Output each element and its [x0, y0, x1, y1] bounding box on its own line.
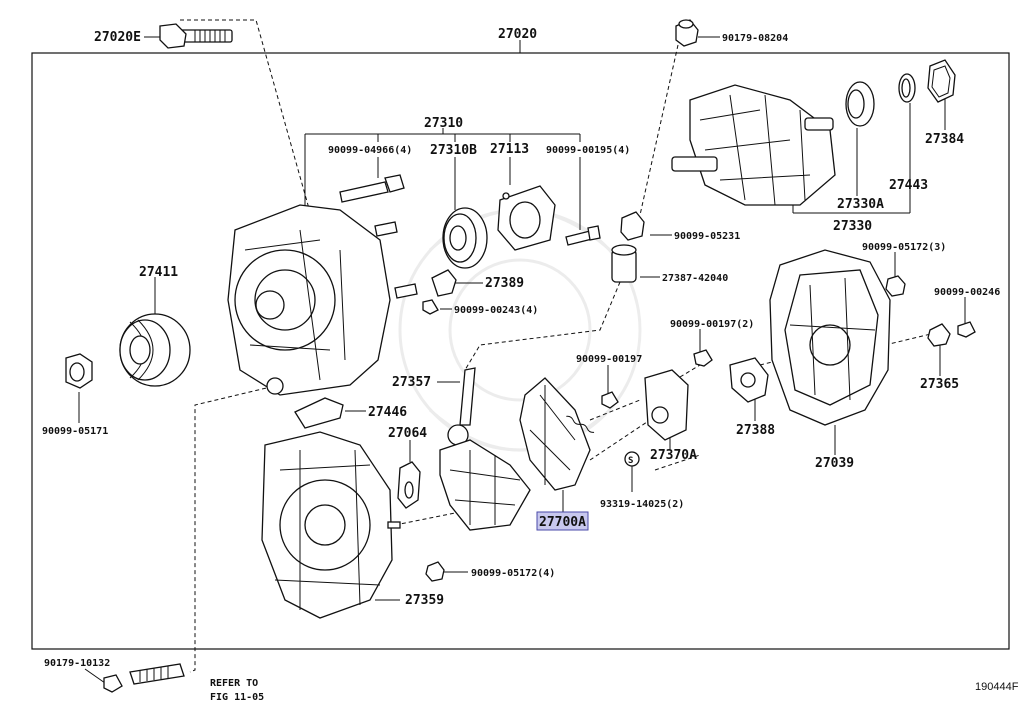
- label-27359[interactable]: 27359: [405, 593, 444, 608]
- label-27330A[interactable]: 27330A: [837, 197, 884, 212]
- label-90099-00195[interactable]: 90099-00195(4): [546, 145, 630, 156]
- label-27700A[interactable]: 27700A: [539, 515, 586, 530]
- label-27411[interactable]: 27411: [139, 265, 178, 280]
- bracket-icon: [294, 397, 344, 429]
- regulator-assembly-icon: [519, 377, 595, 491]
- washer-icon: [898, 73, 916, 103]
- nut-icon: [675, 19, 699, 47]
- label-90099-00243[interactable]: 90099-00243(4): [454, 305, 538, 316]
- cap-icon: [431, 269, 457, 297]
- screw-00197-2-icon: [693, 349, 713, 367]
- label-27310B[interactable]: 27310B: [430, 143, 477, 158]
- label-27113[interactable]: 27113: [490, 142, 529, 157]
- highlight-box: [536, 511, 589, 531]
- bearing-icon: [442, 207, 488, 269]
- drive-end-frame-icon: [227, 204, 391, 396]
- label-27384[interactable]: 27384: [925, 132, 964, 147]
- leader-lines: [78, 36, 966, 684]
- washer-93319-icon: S: [624, 451, 640, 467]
- refer-note-line2[interactable]: FIG 11-05: [210, 692, 264, 703]
- screw-icon: [565, 225, 601, 246]
- label-90099-05172-3[interactable]: 90099-05172(3): [862, 242, 946, 253]
- rectifier-end-frame-icon: [261, 431, 401, 619]
- nut-05172-icon: [885, 275, 906, 297]
- brush-holder-icon: [439, 367, 531, 531]
- label-90179-10132[interactable]: 90179-10132: [44, 658, 110, 669]
- label-27388[interactable]: 27388: [736, 423, 775, 438]
- through-bolt-icon: [159, 23, 233, 49]
- label-27039[interactable]: 27039: [815, 456, 854, 471]
- small-screw-icon: [422, 299, 439, 315]
- rotor-bearing-icon: [845, 81, 875, 127]
- label-27357[interactable]: 27357: [392, 375, 431, 390]
- label-27370A[interactable]: 27370A: [650, 448, 697, 463]
- rear-cover-icon: [769, 249, 891, 426]
- label-27310[interactable]: 27310: [424, 116, 463, 131]
- rotor-icon: [671, 84, 836, 206]
- nut-05172-4-icon: [425, 561, 445, 582]
- plug-icon: [620, 211, 645, 241]
- label-27020E[interactable]: 27020E: [94, 30, 141, 45]
- label-27365[interactable]: 27365: [920, 377, 959, 392]
- label-90099-00197[interactable]: 90099-00197: [576, 354, 642, 365]
- label-90099-00246[interactable]: 90099-00246: [934, 287, 1000, 298]
- callout-labels: 27020E 27020 90179-08204 27310 90099-049…: [42, 27, 1019, 703]
- terminal-insulator-icon: [644, 369, 689, 441]
- label-27330[interactable]: 27330: [833, 219, 872, 234]
- retainer-plate-icon: [497, 185, 556, 251]
- gasket-icon: [397, 461, 421, 509]
- terminal-cap-icon: [729, 357, 769, 403]
- label-27389[interactable]: 27389: [485, 276, 524, 291]
- label-27064[interactable]: 27064: [388, 426, 427, 441]
- terminal-stud-icon: [374, 221, 418, 299]
- label-27020[interactable]: 27020: [498, 27, 537, 42]
- label-93319-14025[interactable]: 93319-14025(2): [600, 499, 684, 510]
- svg-text:S: S: [628, 456, 633, 466]
- label-90099-05231[interactable]: 90099-05231: [674, 231, 740, 242]
- stud-bolt-bottom-icon: [103, 663, 185, 693]
- label-27387-42040[interactable]: 27387-42040: [662, 273, 728, 284]
- refer-note-line1[interactable]: REFER TO: [210, 678, 258, 689]
- label-90099-05171[interactable]: 90099-05171: [42, 426, 108, 437]
- terminal-bolt-icon: [927, 323, 951, 347]
- label-90099-05172-4[interactable]: 90099-05172(4): [471, 568, 555, 579]
- label-27446[interactable]: 27446: [368, 405, 407, 420]
- label-90099-00197-2[interactable]: 90099-00197(2): [670, 319, 754, 330]
- pulley-nut-icon: [65, 353, 93, 389]
- screw-00246-icon: [957, 321, 976, 338]
- label-90099-04966[interactable]: 90099-04966(4): [328, 145, 412, 156]
- label-90179-08204[interactable]: 90179-08204: [722, 33, 788, 44]
- figure-id: 190444F: [975, 681, 1019, 693]
- stud-bolt-icon: [339, 174, 405, 203]
- screw-00197-icon: [601, 391, 619, 409]
- label-27443[interactable]: 27443: [889, 178, 928, 193]
- insulator-icon: [611, 244, 637, 283]
- bearing-cover-icon: [927, 59, 956, 103]
- pulley-icon: [119, 313, 191, 387]
